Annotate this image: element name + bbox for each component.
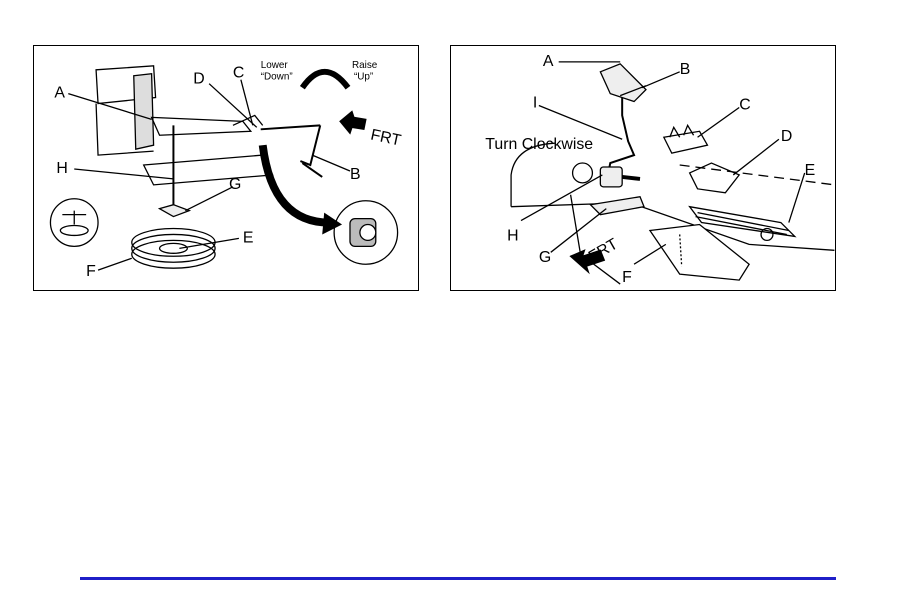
label-c: C bbox=[739, 96, 750, 113]
frt-label: FRT bbox=[369, 127, 403, 150]
rotation-arrow bbox=[302, 72, 348, 88]
rear-bumper bbox=[144, 155, 273, 185]
label-g: G bbox=[229, 176, 241, 193]
jack-base bbox=[590, 197, 644, 215]
lower-sub-label: “Down” bbox=[261, 72, 293, 83]
frt-arrow bbox=[340, 111, 366, 133]
turn-clockwise-label: Turn Clockwise bbox=[485, 136, 593, 153]
raise-sub-label: “Up” bbox=[354, 72, 373, 83]
extension-rod bbox=[261, 125, 321, 129]
jack-wing-nut bbox=[600, 64, 646, 102]
label-c: C bbox=[233, 65, 244, 82]
direction-arrow bbox=[263, 145, 332, 222]
rear-bed-edge bbox=[152, 117, 251, 135]
storage-bag bbox=[650, 225, 749, 281]
page-footer-rule bbox=[80, 577, 836, 580]
label-e: E bbox=[243, 229, 254, 246]
label-f: F bbox=[622, 269, 632, 286]
raise-label: Raise bbox=[352, 60, 378, 71]
right-illustration-panel: A B I C D E Turn Clockwise H G F FRT bbox=[450, 45, 836, 291]
tail-lamp bbox=[134, 74, 154, 149]
label-b: B bbox=[680, 61, 691, 78]
label-d: D bbox=[193, 71, 204, 88]
spare-tire-lowering-illustration: A D C B H G E F Lower “Down” Raise “Up” … bbox=[34, 46, 418, 290]
label-a: A bbox=[543, 53, 554, 70]
wheel-wrench bbox=[300, 125, 320, 165]
tire-retainer bbox=[160, 205, 190, 217]
label-h: H bbox=[56, 160, 67, 177]
label-g: G bbox=[539, 249, 551, 266]
jack-screw bbox=[573, 163, 593, 183]
left-illustration-panel: A D C B H G E F Lower “Down” Raise “Up” … bbox=[33, 45, 419, 291]
label-h: H bbox=[507, 227, 518, 244]
jack-and-tools-stowage-illustration: A B I C D E Turn Clockwise H G F FRT bbox=[451, 46, 835, 290]
label-e: E bbox=[805, 162, 816, 179]
label-d: D bbox=[781, 128, 792, 145]
lower-label: Lower bbox=[261, 60, 289, 71]
label-a: A bbox=[54, 85, 65, 102]
label-b: B bbox=[350, 166, 361, 183]
label-f: F bbox=[86, 263, 96, 280]
label-i: I bbox=[533, 94, 537, 111]
